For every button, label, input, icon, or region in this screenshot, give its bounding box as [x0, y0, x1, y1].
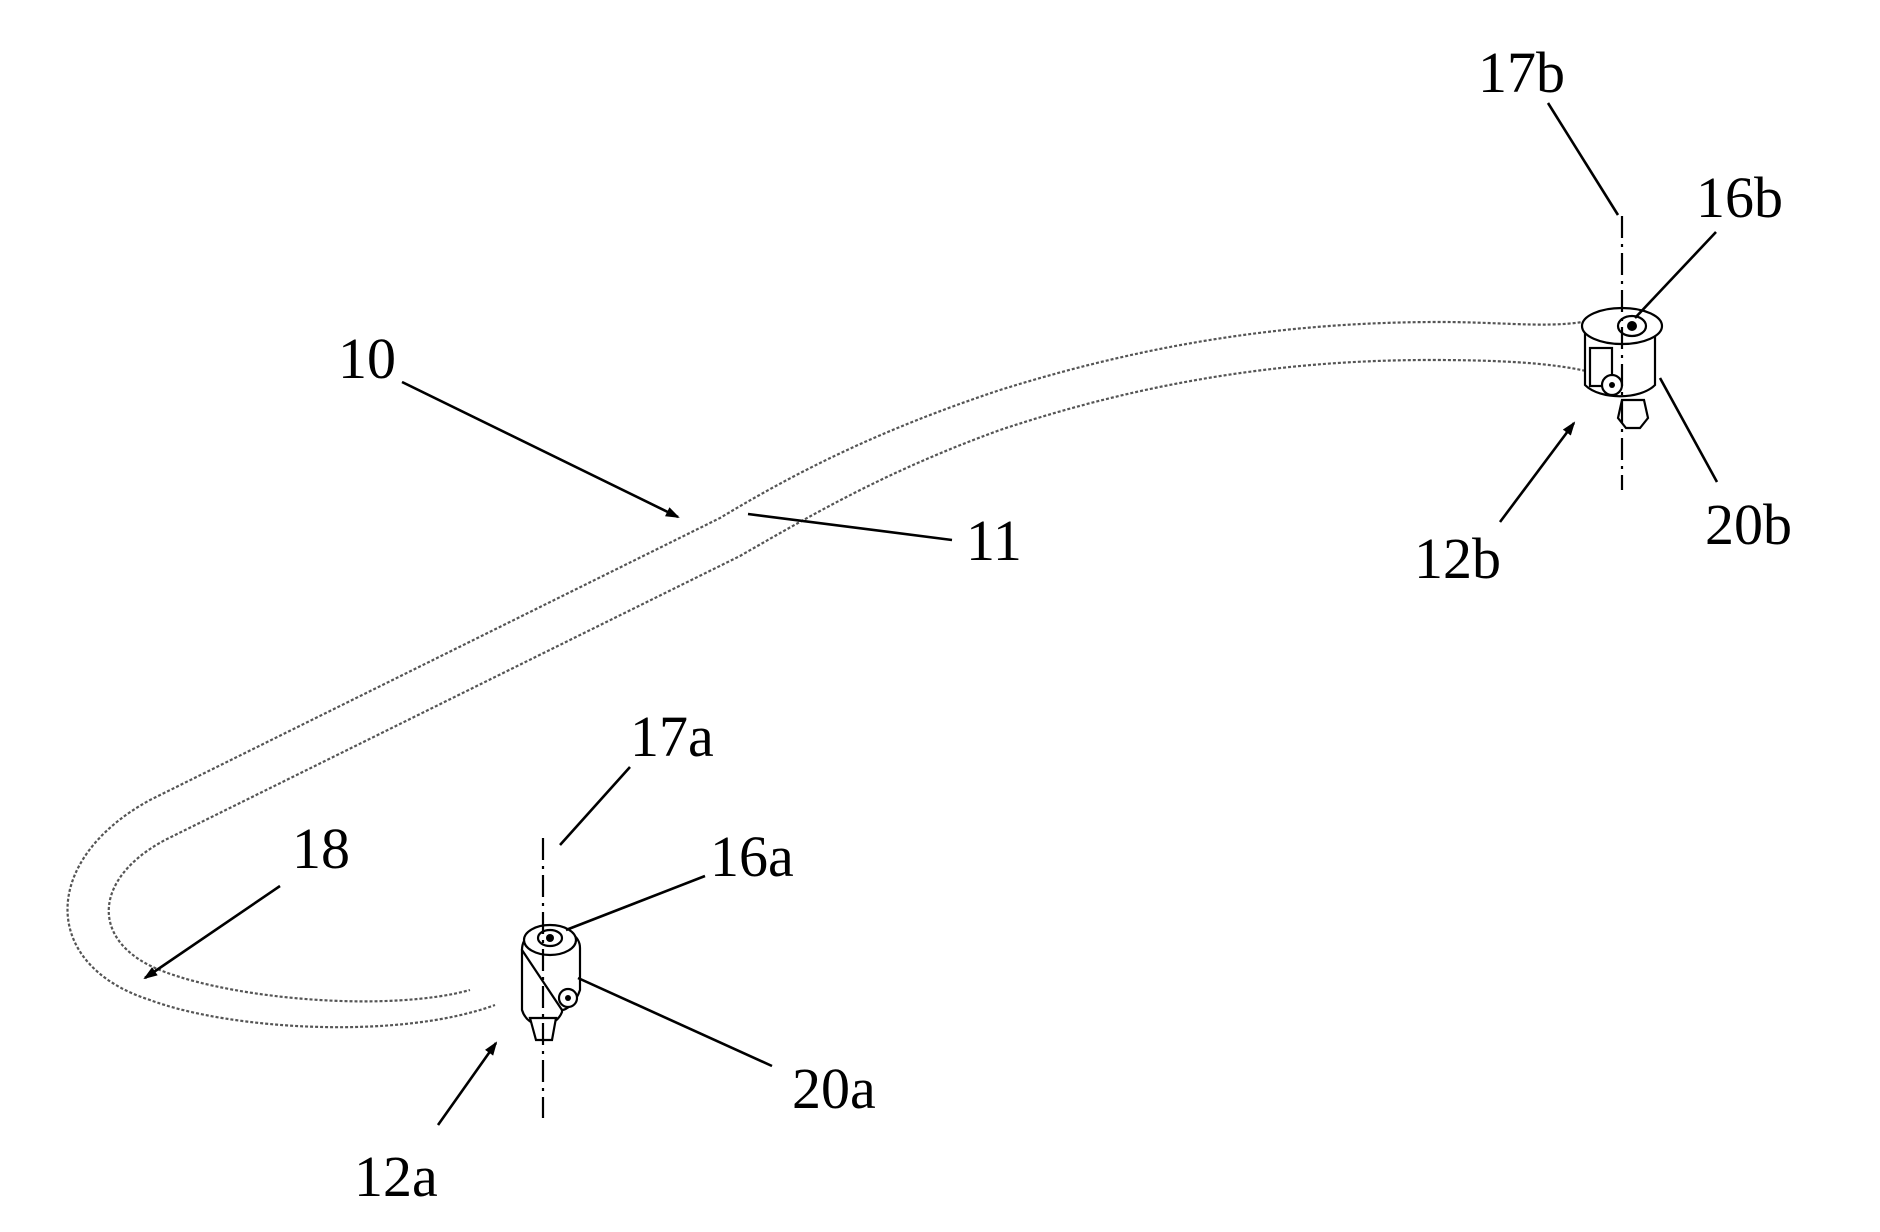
leader-20b: [1660, 378, 1717, 482]
leader-16a: [566, 876, 705, 930]
leader-16b: [1635, 232, 1716, 318]
label-10: 10: [338, 326, 396, 391]
rod-upper-edge: [68, 318, 1601, 1027]
rod-lower-edge: [109, 360, 1590, 1001]
leader-20a: [578, 978, 772, 1066]
rod-body: [68, 318, 1601, 1027]
leader-17a: [560, 767, 630, 845]
label-20a: 20a: [792, 1056, 876, 1121]
leader-17b: [1548, 103, 1618, 215]
leader-18: [145, 886, 280, 978]
label-20b: 20b: [1705, 492, 1792, 557]
label-12a: 12a: [354, 1144, 438, 1209]
leader-12a: [438, 1043, 496, 1125]
label-16a: 16a: [710, 824, 794, 889]
connector-20a: [522, 925, 580, 1040]
label-17b: 17b: [1478, 40, 1565, 105]
leader-11: [748, 514, 952, 540]
label-11: 11: [966, 508, 1022, 573]
label-12b: 12b: [1414, 526, 1501, 591]
label-16b: 16b: [1696, 165, 1783, 230]
leader-10: [402, 382, 678, 517]
label-17a: 17a: [630, 704, 714, 769]
label-18: 18: [292, 816, 350, 881]
leader-12b: [1500, 423, 1574, 522]
